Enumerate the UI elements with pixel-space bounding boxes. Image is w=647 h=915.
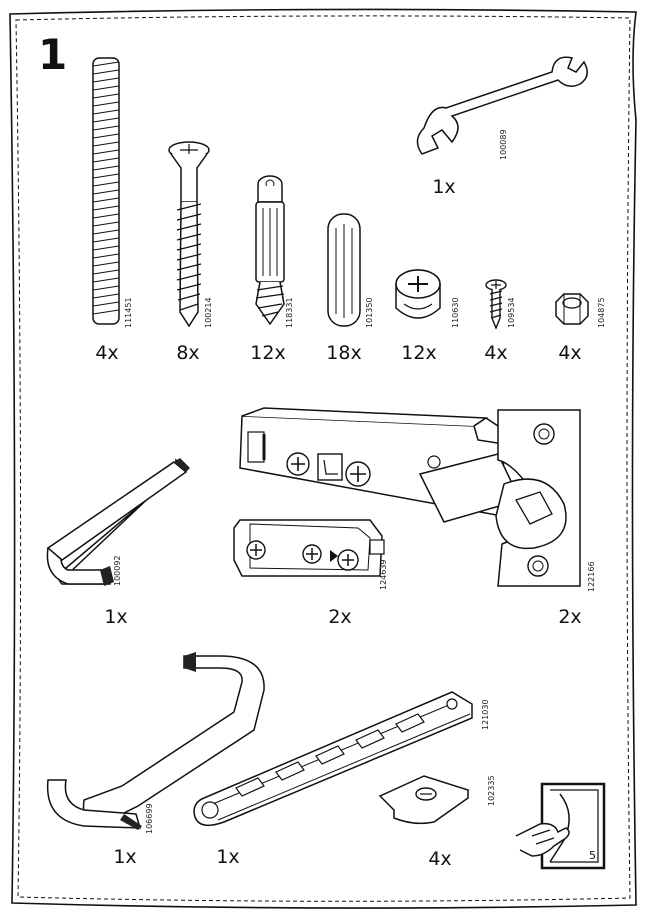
- part-qty: 4x: [484, 342, 508, 364]
- part-code: 101350: [365, 297, 374, 328]
- page-turn-icon: [515, 782, 606, 870]
- part-code: 100214: [204, 297, 213, 328]
- step-number: 1: [38, 30, 68, 79]
- tool-bar-icon: [193, 691, 473, 827]
- hinge-mount-plate-icon: [233, 519, 385, 577]
- nut-icon: [555, 293, 589, 325]
- part-code: 102335: [487, 775, 496, 806]
- part-code: 106699: [145, 803, 154, 834]
- wood-dowel-icon: [327, 213, 361, 327]
- clip-icon: [378, 775, 470, 825]
- cam-lock-icon: [395, 269, 441, 319]
- part-code: 124639: [379, 559, 388, 590]
- offset-key-icon: [46, 652, 265, 830]
- part-qty: 4x: [558, 342, 582, 364]
- part-code: 100092: [113, 555, 122, 586]
- part-qty: 12x: [401, 342, 437, 364]
- part-qty: 2x: [328, 606, 352, 628]
- part-qty: 1x: [216, 846, 240, 868]
- part-code: 110630: [451, 297, 460, 328]
- allen-key-icon: [46, 458, 190, 586]
- part-code: 121030: [481, 699, 490, 730]
- part-qty: 8x: [176, 342, 200, 364]
- connector-dowel-icon: [255, 175, 285, 326]
- screw-icon: [485, 279, 507, 330]
- part-qty: 4x: [95, 342, 119, 364]
- hinge-icon: [239, 407, 581, 587]
- part-code: 118331: [285, 297, 294, 328]
- part-code: 100089: [499, 129, 508, 160]
- part-code: 122166: [587, 561, 596, 592]
- part-qty: 1x: [113, 846, 137, 868]
- part-qty: 4x: [428, 848, 452, 870]
- page-number: 5: [589, 849, 596, 862]
- part-code: 104875: [597, 297, 606, 328]
- part-code: 109534: [507, 297, 516, 328]
- part-qty: 12x: [250, 342, 286, 364]
- part-code: 111451: [124, 297, 133, 328]
- threaded-rod-icon: [92, 57, 120, 325]
- cam-bolt-icon: [168, 141, 210, 328]
- part-qty: 1x: [104, 606, 128, 628]
- part-qty: 1x: [432, 176, 456, 198]
- part-qty: 18x: [326, 342, 362, 364]
- wrench-icon: [416, 56, 588, 155]
- part-qty: 2x: [558, 606, 582, 628]
